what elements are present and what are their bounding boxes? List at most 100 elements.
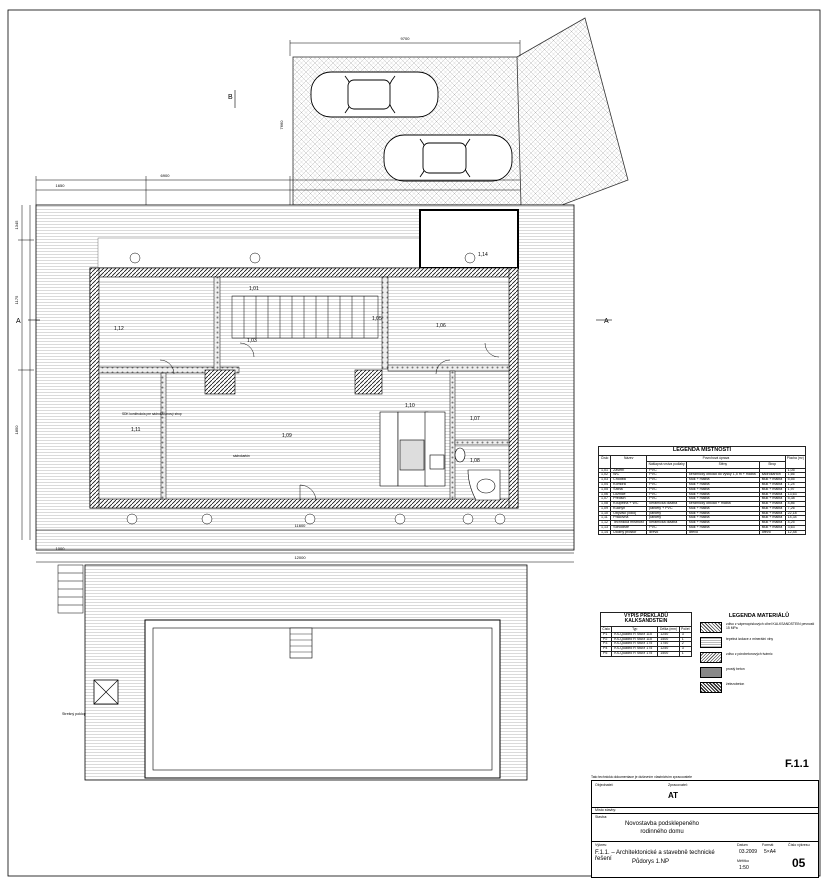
dim-bottom-2: 11600 [295, 523, 307, 528]
title-block-row-project: Stavba: Novostavba podsklepeného rodinné… [592, 813, 818, 842]
room-label-1-09: 1,09 [282, 433, 292, 439]
dim-top-3: 1650 [56, 183, 66, 188]
rooms-legend-title: LEGENDA MÍSTNOSTÍ [598, 446, 806, 456]
car-bottom [383, 134, 513, 182]
rooms-legend-cell: Úložný prostor [610, 529, 648, 536]
drawing-number: 05 [792, 856, 806, 870]
designer-label: Zpracovatel: [668, 783, 688, 787]
materials-legend-title: LEGENDA MATERIÁLŮ [728, 613, 790, 619]
lintels-cell: P5 [599, 651, 613, 657]
pool-ladder-steps [290, 633, 312, 653]
dimension-top [35, 40, 521, 205]
rooms-legend-header-number: Číslo [597, 454, 612, 469]
rooms-legend-table: LEGENDA MÍSTNOSTÍ Číslo Název Povrchová … [597, 446, 807, 536]
material-label: zdivo z vápenopískových cihel KALKSANDST… [726, 622, 815, 630]
project-label: Stavba: [595, 815, 608, 819]
lintels-header-count: Počet [678, 625, 693, 633]
doors [159, 342, 500, 502]
rooms-legend-header-area: Plocha (m²) [784, 454, 807, 469]
dim-top-1: 9700 [401, 36, 411, 41]
room-label-1-12: 1,12 [114, 326, 124, 332]
date-label: Datum [737, 843, 748, 847]
title-block-row-location: Místo stavby: [592, 807, 818, 814]
section-mark-a-left: A [16, 318, 21, 325]
dim-left-3: 1850 [14, 425, 19, 435]
dim-bottom-3: 1000 [56, 546, 66, 551]
dim-top-2: 6900 [161, 173, 171, 178]
materials-legend-item: prostý beton [700, 667, 818, 678]
materials-legend-item: zdivo z pórobetonových tvárnic [700, 652, 818, 663]
material-label: železobeton [726, 682, 745, 686]
drawing-title-line-2: Půdorys 1.NP [632, 859, 670, 865]
staircase [231, 295, 379, 339]
rooms-legend-subheader-ceiling: Strop [758, 461, 786, 469]
project-name-line-2: rodinného domu [640, 829, 684, 835]
dim-bottom-1: 12000 [294, 555, 306, 560]
column-block [354, 369, 383, 395]
materials-legend-item: zdivo z vápenopískových cihel KALKSANDST… [700, 622, 818, 633]
drawing-label: Výkres: [595, 843, 607, 847]
scale-value: 1:50 [739, 865, 749, 871]
drawing-title-line-1: F.1.1. – Architektonické a stavebně tech… [595, 850, 715, 862]
lintels-header-number: Číslo [599, 625, 613, 633]
rooms-legend-cell: dřevo [646, 529, 687, 536]
dimension-left [18, 205, 34, 540]
materials-legend: LEGENDA MATERIÁLŮ zdivo z vápenopískovýc… [700, 613, 818, 697]
project-name-line-1: Novostavba podsklepeného [624, 821, 700, 827]
pool-ladder [289, 627, 313, 659]
dimension-bottom [36, 529, 574, 563]
room-label-1-01: 1,01 [249, 286, 259, 292]
lintels-cell: KS-Quadro R Sturz 175 [611, 651, 659, 657]
date-value: 03.2009 [739, 849, 758, 855]
material-swatch [700, 682, 722, 693]
bathroom-fixtures [429, 447, 501, 501]
format-value: 5×A4 [764, 849, 776, 855]
kitchen-units [379, 411, 446, 487]
material-swatch [700, 637, 722, 648]
note-sdk-2: sádrokartón [233, 454, 250, 458]
material-swatch [700, 652, 722, 663]
material-label: prostý beton [726, 667, 745, 671]
room-label-1-07: 1,07 [470, 416, 480, 422]
sheet-label: Číslo výkresu [788, 843, 810, 847]
sheet-border [7, 9, 821, 877]
title-block-row-parties: Objednatel: Zpracovatel: AT [592, 781, 818, 808]
room-label-1-08: 1,08 [470, 458, 480, 464]
rooms-legend-header-name: Název [610, 454, 648, 469]
designer-logo-icon: AT [668, 791, 679, 800]
material-swatch [700, 667, 722, 678]
dim-left-1: 1345 [14, 220, 19, 230]
room-label-1-06: 1,06 [436, 323, 446, 329]
client-label: Objednatel: [595, 783, 614, 787]
car-top [310, 71, 439, 118]
sheet-number: F.1.1 [785, 758, 809, 770]
room-label-1-10: 1,10 [405, 403, 415, 409]
external-stair [57, 564, 84, 614]
room-label-1-05: 1,05 [372, 316, 382, 322]
scale-label: Měřítko [737, 859, 749, 863]
material-label: zdivo z pórobetonových tvárnic [726, 652, 773, 656]
rooms-legend-cell: 1,14 [597, 529, 612, 536]
materials-legend-item: tepelná izolace z minerální vlny [700, 637, 818, 648]
house-walls [89, 267, 519, 509]
section-marks [28, 90, 612, 321]
dim-top-4: 7660 [279, 120, 284, 130]
room-label-1-11: 1,11 [131, 427, 141, 433]
chimney [204, 369, 236, 395]
rooms-legend-cell: dřevo [685, 529, 760, 536]
materials-legend-item: železobeton [700, 682, 818, 693]
rooms-legend-cell: 12,48 [784, 529, 807, 536]
title-block-note: Tato technická dokumentace je duševním v… [591, 775, 693, 779]
lintels-cell: 1 [678, 651, 693, 657]
note-sdk: SDK konštrukcia pre sádrokartonový strop [122, 412, 182, 416]
rooms-legend-cell: dřevo [758, 529, 786, 536]
room-label-1-14: 1,14 [478, 252, 488, 258]
section-mark-a-right: A [604, 318, 609, 325]
